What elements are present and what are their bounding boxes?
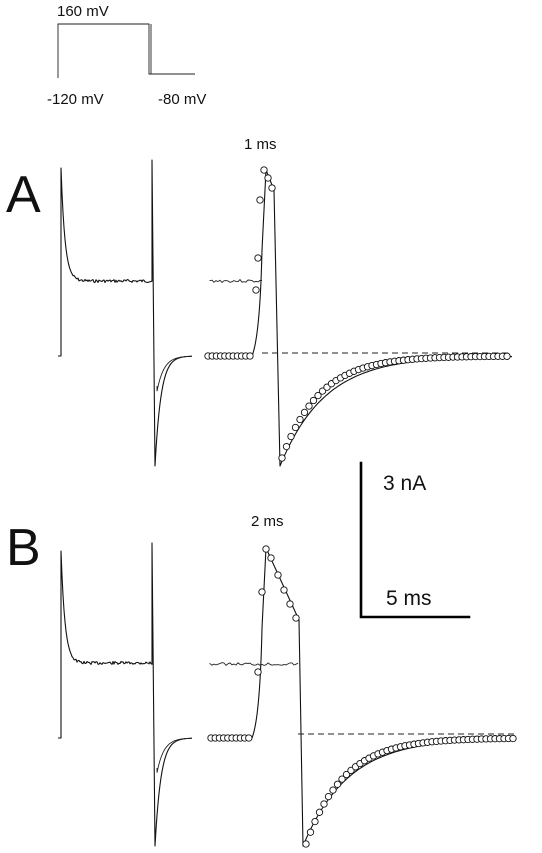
fit-circle [338,775,346,783]
panel-b-duration-label: 2 ms [251,513,284,530]
panel-b-left-trace [58,542,193,847]
fit-circle [267,554,275,562]
fit-circle [256,196,264,204]
protocol-tail-label: -80 mV [158,91,206,108]
fit-circle [324,792,333,801]
fit-circle [329,786,337,794]
scale-bar: 3 nA 5 ms [359,461,471,619]
fit-circle [287,432,295,441]
panel-b-left-tail-inner [156,737,193,773]
fit-circle [292,614,300,622]
fit-circle [296,415,304,424]
panel-a-left-tail-inner [156,355,193,392]
scale-bar-current-label: 3 nA [383,472,426,495]
fit-circle [309,396,318,405]
fit-circle [262,545,270,553]
protocol-trace [57,23,195,78]
fit-circle [260,166,268,174]
fit-circle [320,800,328,808]
fit-circle [254,668,262,676]
fit-circle [318,387,327,395]
panel-b: B 2 ms [6,513,517,848]
scale-bar-lines [359,461,471,619]
protocol-step-label: 160 mV [57,3,109,20]
fit-circle [315,808,324,816]
fit-circle [264,174,272,182]
fit-circle [302,840,310,848]
panel-b-fit-circles [207,545,517,848]
fit-circle [282,442,291,451]
fit-circle [306,828,315,836]
fit-circle [252,286,260,294]
fit-circle [280,586,288,594]
scale-bar-time-label: 5 ms [386,587,432,610]
fit-circle [245,734,253,742]
fit-circle [286,600,294,608]
panel-a-duration-label: 1 ms [244,136,277,153]
panel-b-letter: B [6,519,41,577]
panel-a-noisy-step [209,278,262,284]
voltage-protocol: 160 mV -120 mV -80 mV [47,3,206,108]
fit-circle [314,391,322,400]
fit-circle [291,423,300,432]
fit-circle [503,352,511,360]
panel-a: A 1 ms [6,136,513,467]
panel-b-noisy-step [209,662,299,667]
fit-circle [305,402,313,410]
panel-a-left-trace [58,159,193,467]
fit-circle [509,734,517,743]
fit-circle [258,588,266,596]
fit-circle [246,352,254,360]
fit-circle [278,454,286,462]
panel-a-fit-circles [204,166,511,462]
panel-a-letter: A [6,166,41,224]
protocol-holding-label: -120 mV [47,91,104,108]
fit-circle [274,571,282,579]
fit-circle [311,817,319,826]
fit-circle [268,184,276,192]
fit-circle [300,408,309,417]
fit-circle [333,780,342,788]
panel-a-right-trace [210,169,513,467]
fit-circle [342,770,351,779]
fit-circle [254,254,262,262]
